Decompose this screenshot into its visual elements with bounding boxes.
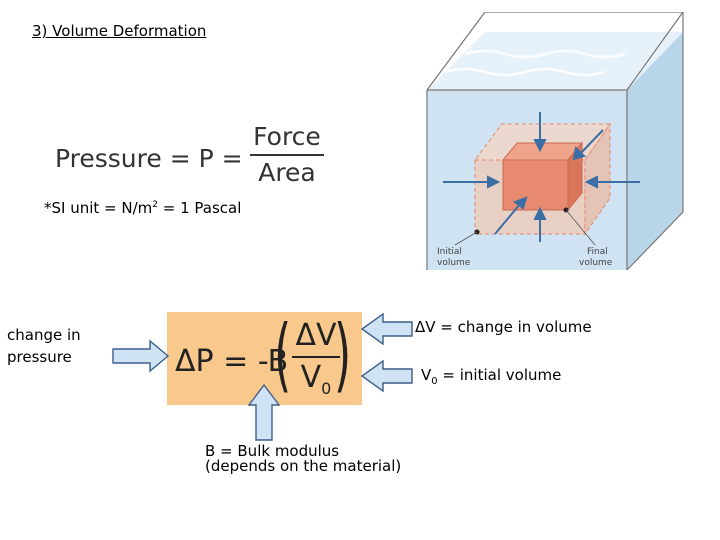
final-volume-label-2: volume xyxy=(579,258,613,268)
change-in-volume-label: ΔV = change in volume xyxy=(415,318,592,336)
pressure-denominator: Area xyxy=(258,158,316,187)
fraction-bar xyxy=(250,154,324,156)
arrow-to-b xyxy=(247,383,281,441)
volume-denominator: V0 xyxy=(292,358,340,409)
si-unit-prefix: *SI unit = N/m xyxy=(44,199,153,217)
arrow-to-delta-p xyxy=(112,339,170,373)
bulk-modulus-label: B = Bulk modulus (depends on the materia… xyxy=(205,444,401,474)
initial-volume-leader xyxy=(454,231,478,246)
si-unit-exponent: 2 xyxy=(152,200,159,210)
pressure-equation: Pressure = P = Force Area xyxy=(55,120,345,192)
volume-numerator: ΔV xyxy=(295,318,337,353)
pressure-equation-lhs: Pressure = P = xyxy=(55,144,243,173)
v0-base: V xyxy=(421,366,432,384)
slide-title: 3) Volume Deformation xyxy=(32,22,207,40)
volume-denominator-sub: 0 xyxy=(321,379,332,398)
bulk-modulus-line2: (depends on the material) xyxy=(205,457,402,475)
volume-fraction: ΔV V0 xyxy=(292,316,340,409)
pressure-fraction: Force Area xyxy=(248,120,326,190)
compression-arrows xyxy=(443,112,640,242)
right-paren: ) xyxy=(334,308,352,401)
initial-volume-label-1: Initial xyxy=(437,247,462,257)
initial-volume-label-2: volume xyxy=(437,258,471,268)
v0-sub: 0 xyxy=(431,376,438,387)
final-volume-label-1: Final xyxy=(587,247,608,257)
water-side xyxy=(627,32,683,270)
v0-rest: = initial volume xyxy=(437,366,562,384)
bulk-modulus-line1: B = Bulk modulus xyxy=(205,442,340,460)
left-paren: ( xyxy=(274,308,292,401)
final-volume-leader xyxy=(565,209,596,246)
bulk-equation-lhs: ΔP = -B xyxy=(175,344,289,379)
si-unit-suffix: = 1 Pascal xyxy=(158,199,242,217)
volume-deformation-figure: Initial volume Final volume xyxy=(426,12,684,270)
volume-fraction-bar xyxy=(292,356,340,358)
si-unit-note: *SI unit = N/m2 = 1 Pascal xyxy=(44,199,241,217)
arrow-to-delta-v xyxy=(360,312,413,346)
initial-volume-text: V0 = initial volume xyxy=(421,366,561,387)
water-surface xyxy=(427,32,683,90)
arrow-to-v0 xyxy=(360,359,413,393)
pressure-numerator: Force xyxy=(253,122,321,151)
change-in-pressure-label: change in pressure xyxy=(7,326,81,366)
volume-denominator-base: V xyxy=(300,360,322,395)
water-waves xyxy=(444,49,626,77)
